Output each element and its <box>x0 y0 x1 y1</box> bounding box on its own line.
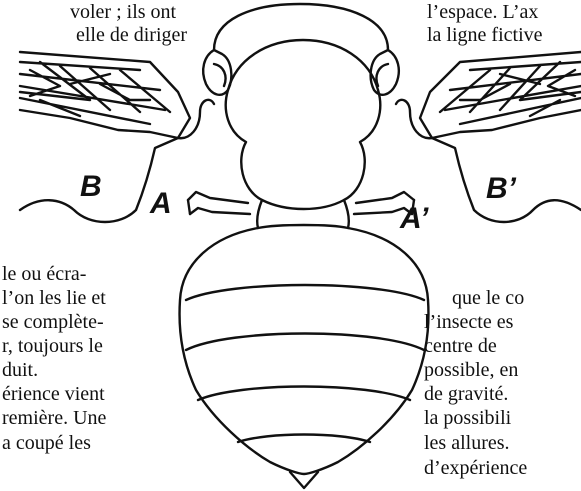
label-b: B <box>80 170 102 204</box>
axis-bar <box>188 192 414 214</box>
abdomen <box>180 225 429 474</box>
thorax <box>226 40 381 209</box>
label-a-prime: A’ <box>400 202 428 236</box>
label-b-prime: B’ <box>486 172 516 206</box>
label-a: A <box>150 187 172 221</box>
head <box>203 4 399 95</box>
right-shoulder <box>396 100 432 138</box>
